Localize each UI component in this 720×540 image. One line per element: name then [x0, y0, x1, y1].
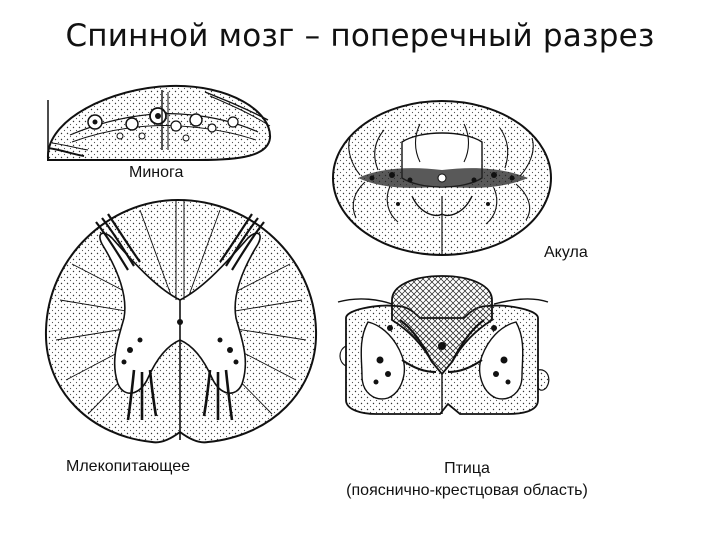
label-mammal: Млекопитающее	[66, 458, 191, 475]
bird-section	[337, 275, 550, 419]
label-bird-line2: (пояснично-крестцовая область)	[346, 482, 588, 499]
label-lamprey: Минога	[129, 164, 184, 181]
lamprey-section	[46, 84, 272, 161]
slide-title: Спинной мозг – поперечный разрез	[65, 18, 655, 54]
mammal-section	[44, 198, 318, 444]
shark-section	[332, 100, 552, 256]
label-shark: Акула	[544, 244, 588, 261]
label-bird-line1: Птица	[444, 460, 490, 477]
label-bird: Птица (пояснично-крестцовая область)	[314, 458, 620, 502]
